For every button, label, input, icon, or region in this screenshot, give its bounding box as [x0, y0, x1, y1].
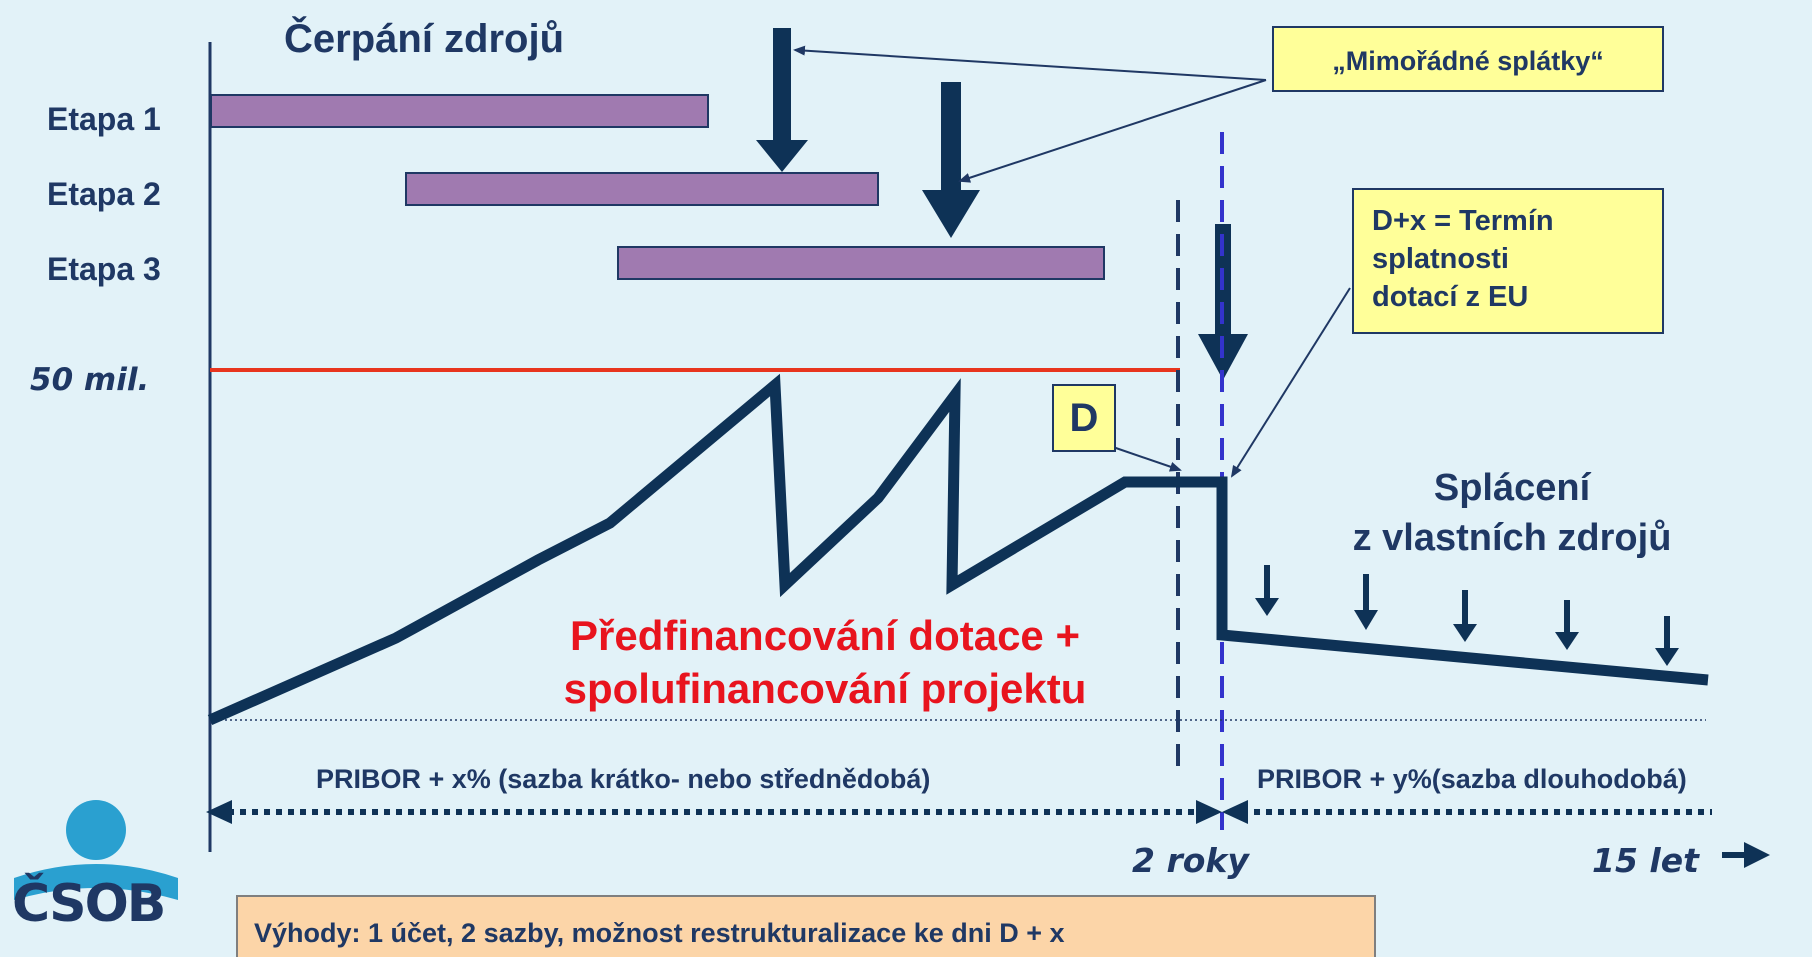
d-pointer [1109, 445, 1182, 472]
maturity-pointer [1230, 287, 1351, 478]
stage-1-label: Etapa 1 [47, 101, 161, 137]
benefits-box: Výhody: 1 účet, 2 sazby, možnost restruk… [236, 895, 1376, 957]
repayment-label-line1: Splácení [1434, 467, 1592, 509]
time-arrow-icon [1722, 842, 1770, 868]
d-marker-text: D [1069, 396, 1099, 440]
maturity-text-line1: D+x = Termín [1372, 205, 1554, 237]
time-15-years: 15 let [1592, 841, 1700, 880]
stage-1-bar [210, 94, 709, 128]
diagram-title: Čerpání zdrojů [284, 15, 564, 61]
maturity-callout: D+x = Termín splatnosti dotací z EU [1352, 188, 1664, 334]
stage-2-bar [405, 172, 879, 206]
callout-pointer-1 [793, 45, 1267, 81]
extra-payments-text: „Mimořádné splátky“ [1332, 46, 1604, 76]
prefinancing-label-line2: spolufinancování projektu [564, 665, 1087, 712]
rate-short-label: PRIBOR + x% (sazba krátko- nebo středněd… [316, 764, 930, 794]
csob-logo-text: ČSOB [12, 874, 166, 934]
repayment-label-line2: z vlastních zdrojů [1353, 517, 1672, 559]
d-marker-callout: D [1052, 384, 1116, 452]
limit-label: 50 mil. [30, 362, 149, 398]
stage-3-bar [617, 246, 1105, 280]
short-term-period-arrow [206, 800, 1222, 824]
maturity-text-line3: dotací z EU [1372, 281, 1529, 313]
stage-2-label: Etapa 2 [47, 176, 161, 212]
rate-long-label: PRIBOR + y%(sazba dlouhodobá) [1257, 764, 1687, 794]
balance-curve [207, 373, 1709, 726]
callout-pointer-2 [958, 79, 1267, 183]
extra-payments-callout: „Mimořádné splátky“ [1272, 26, 1664, 92]
prefinancing-label-line1: Předfinancování dotace + [570, 612, 1080, 659]
stage-3-label: Etapa 3 [47, 251, 161, 287]
csob-logo-icon [14, 800, 178, 900]
benefits-text: Výhody: 1 účet, 2 sazby, možnost restruk… [254, 918, 1065, 948]
time-2-years: 2 roky [1132, 841, 1250, 880]
maturity-text-line2: splatnosti [1372, 243, 1509, 275]
long-term-period-arrow [1222, 800, 1712, 824]
extra-payment-arrow-1 [756, 28, 808, 172]
extra-payment-arrow-2 [922, 82, 980, 238]
repayment-arrows [1255, 565, 1679, 666]
